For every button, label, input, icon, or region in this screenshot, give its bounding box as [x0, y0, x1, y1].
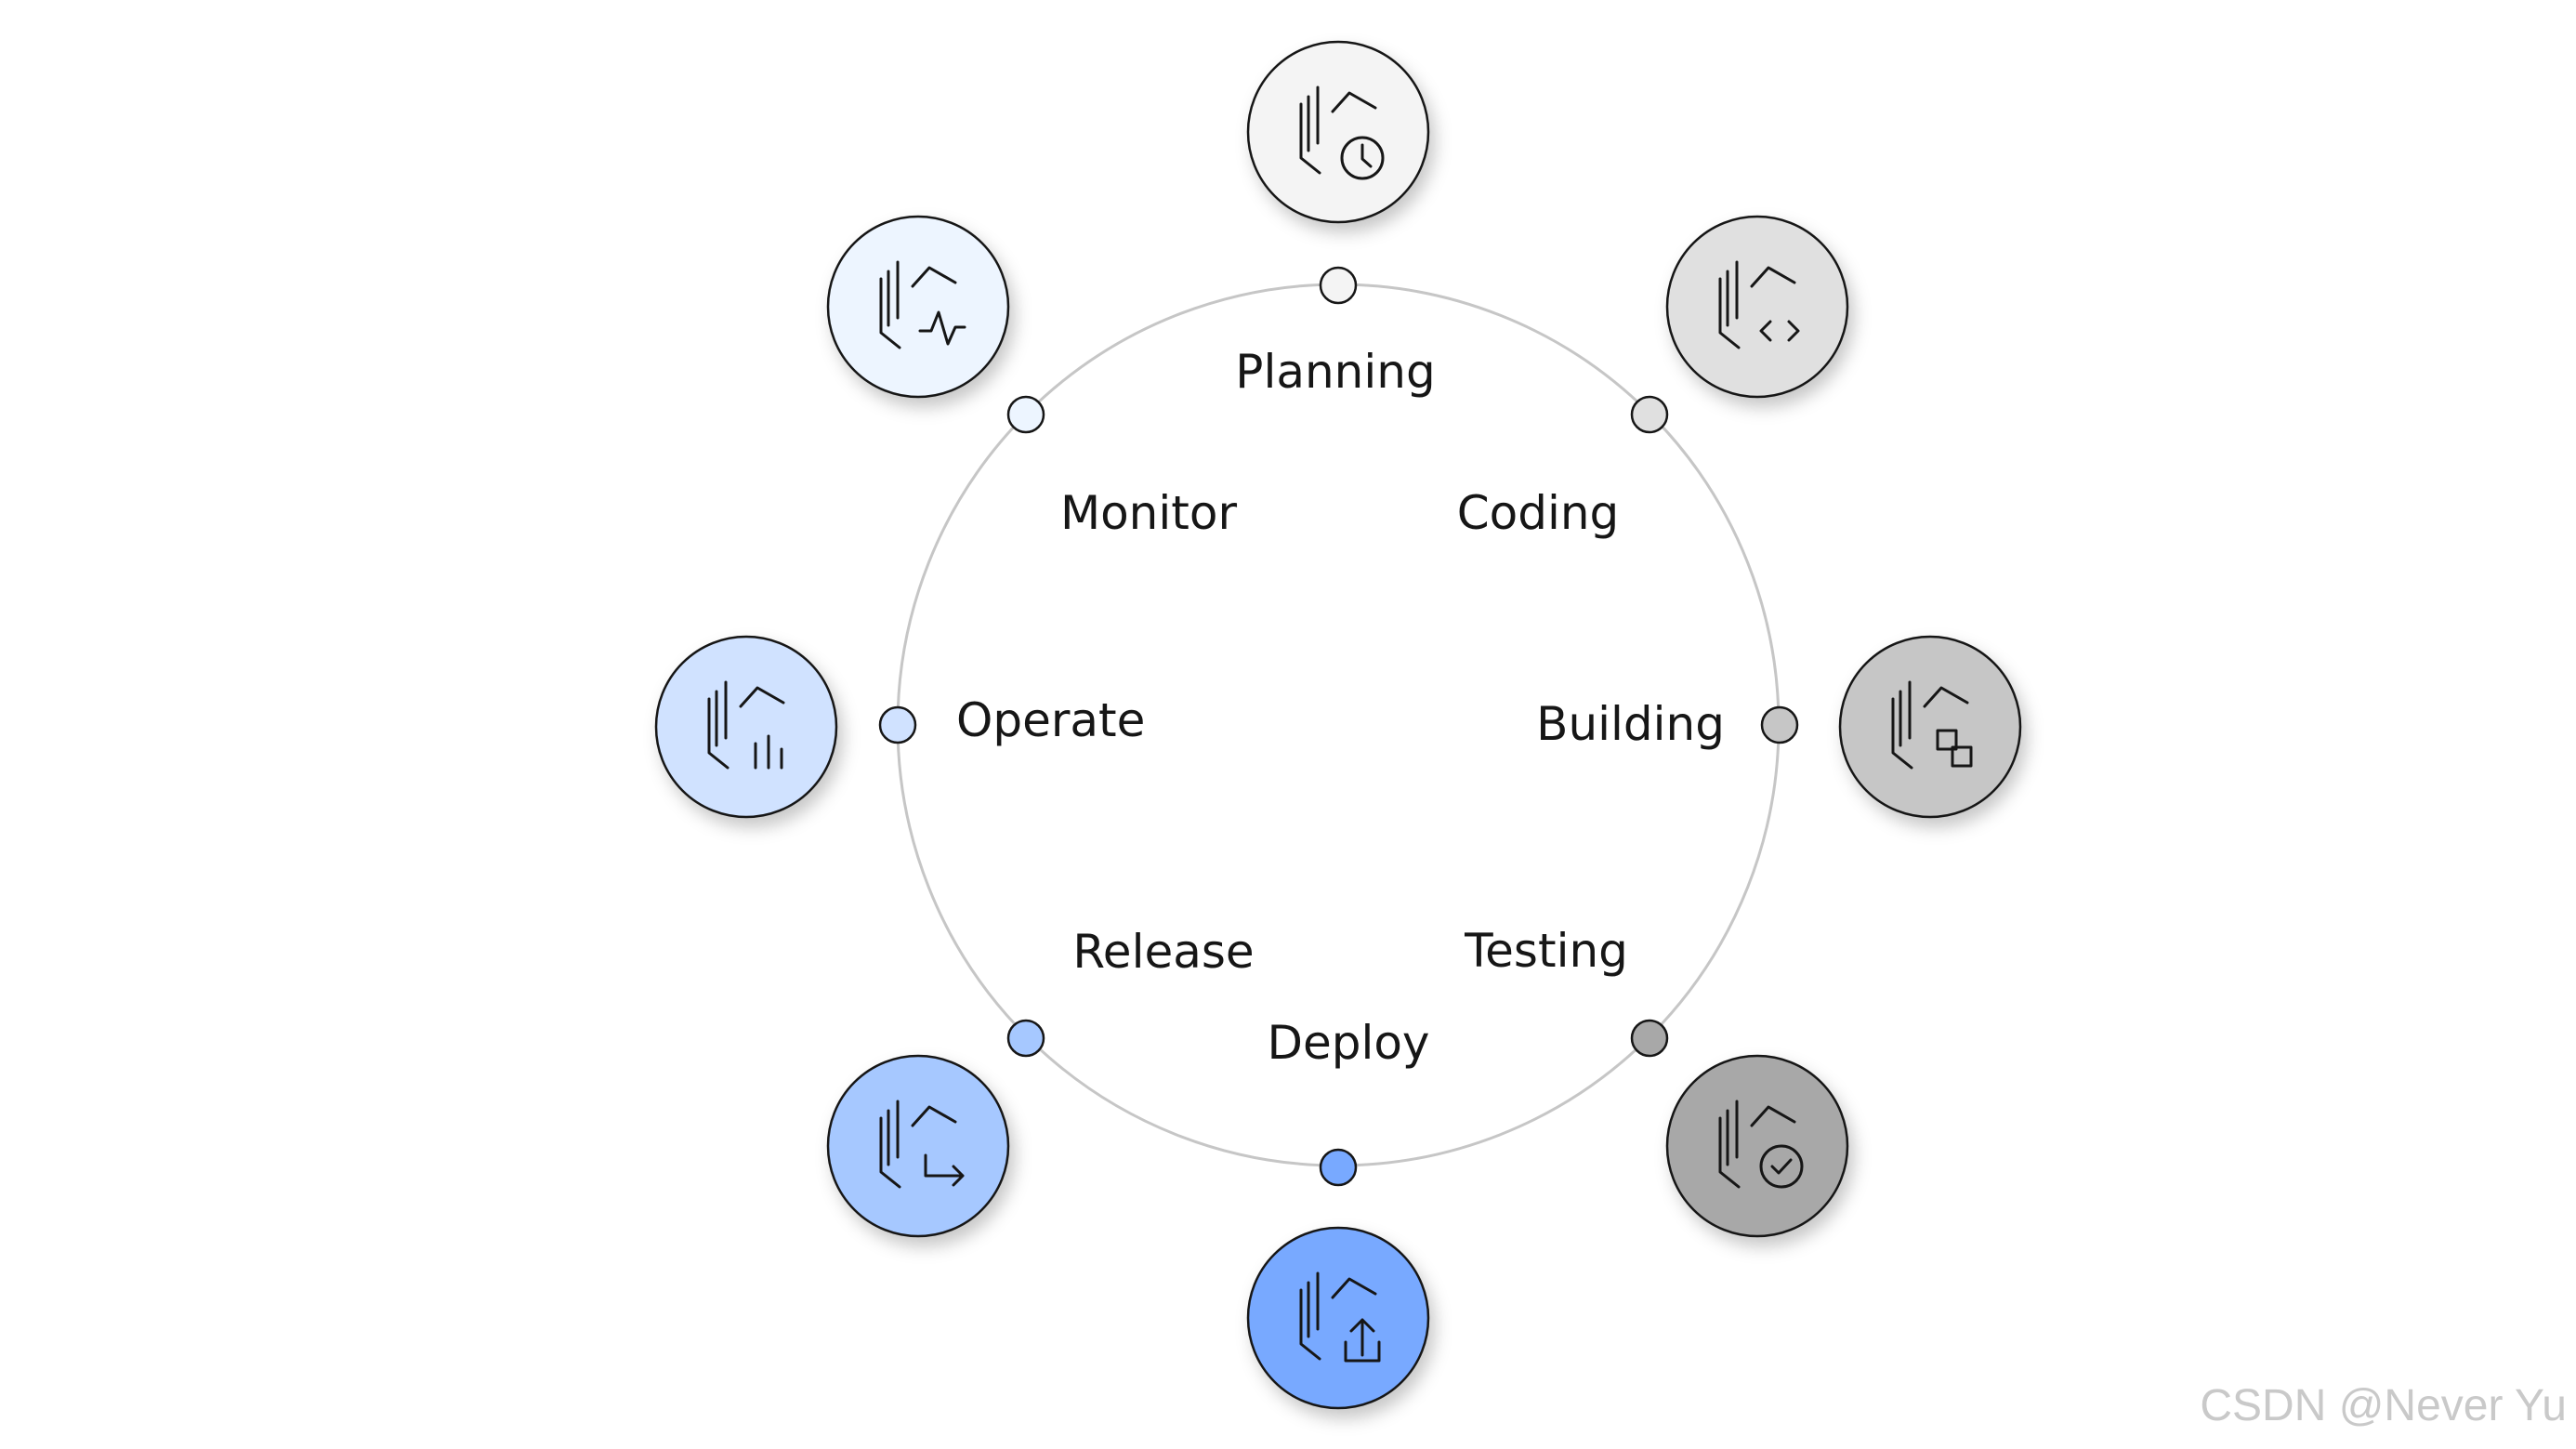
- clock-icon: [1299, 86, 1385, 180]
- icon-circle-release: [826, 1054, 1010, 1238]
- blocks-icon: [1891, 680, 1973, 770]
- watermark: CSDN @Never Yu: [2200, 1381, 2567, 1430]
- stage-coding: Coding: [1457, 215, 1849, 540]
- icon-circle-monitor: [826, 215, 1010, 399]
- icon-circle-planning: [1246, 40, 1430, 224]
- icon-circle-deploy: [1246, 1226, 1430, 1410]
- stage-label-monitor: Monitor: [1060, 486, 1238, 540]
- stage-label-release: Release: [1072, 925, 1254, 979]
- icon-circle-testing: [1665, 1054, 1849, 1238]
- stage-planning: Planning: [1235, 40, 1436, 399]
- icon-circle-coding: [1665, 215, 1849, 399]
- stage-testing: Testing: [1464, 924, 1849, 1238]
- stage-label-deploy: Deploy: [1267, 1016, 1429, 1070]
- stage-operate: Operate: [654, 635, 1145, 819]
- code-icon: [1718, 260, 1800, 349]
- upload-icon: [1299, 1271, 1381, 1363]
- icon-circle-operate: [654, 635, 838, 819]
- ring-node-deploy: [1319, 1148, 1358, 1187]
- ring-node-coding: [1630, 395, 1669, 434]
- stage-building: Building: [1536, 635, 2022, 819]
- stage-label-operate: Operate: [956, 693, 1145, 747]
- ring-node-monitor: [1006, 395, 1045, 434]
- stage-label-coding: Coding: [1457, 486, 1620, 540]
- ring-node-release: [1006, 1019, 1045, 1058]
- stage-deploy: Deploy: [1246, 1016, 1430, 1410]
- ring-node-testing: [1630, 1019, 1669, 1058]
- ring-node-planning: [1319, 266, 1358, 305]
- stage-monitor: Monitor: [826, 215, 1238, 540]
- ring-node-building: [1760, 705, 1799, 744]
- ring-node-operate: [878, 705, 917, 744]
- stage-label-planning: Planning: [1235, 345, 1435, 399]
- icon-circle-building: [1838, 635, 2022, 819]
- stage-label-building: Building: [1536, 697, 1725, 751]
- pulse-icon: [879, 260, 966, 349]
- checkmark-icon: [1718, 1100, 1804, 1189]
- stage-release: Release: [826, 925, 1255, 1238]
- stage-label-testing: Testing: [1464, 924, 1628, 978]
- bar-chart-icon: [707, 680, 785, 770]
- release-arrow-icon: [879, 1100, 965, 1189]
